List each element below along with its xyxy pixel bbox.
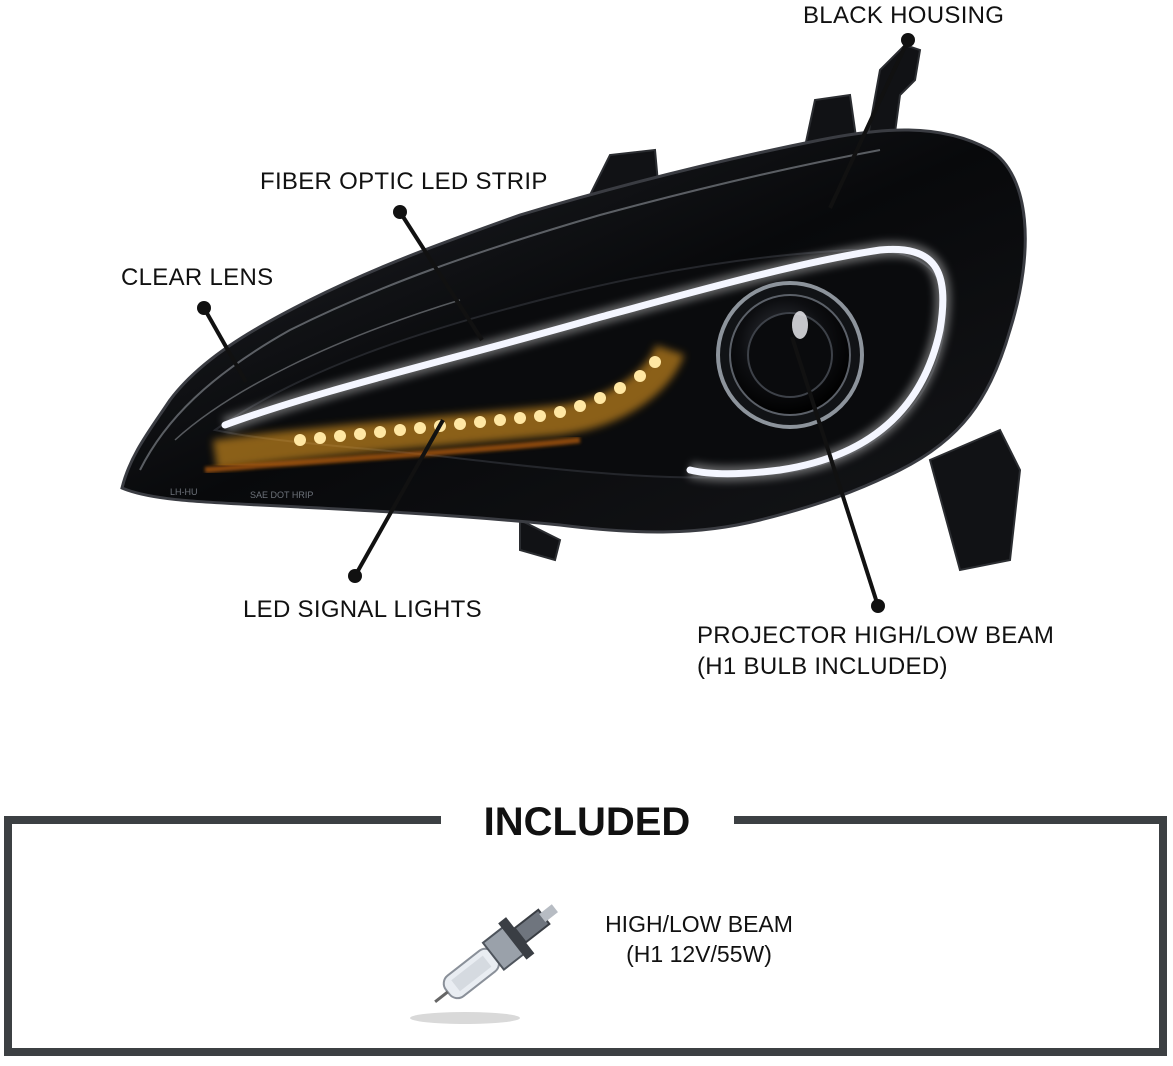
svg-text:SAE DOT HRIP: SAE DOT HRIP: [250, 490, 313, 500]
included-frame: [4, 816, 1167, 1056]
label-black-housing: BLACK HOUSING: [803, 2, 1005, 29]
label-fiber-optic-strip: FIBER OPTIC LED STRIP: [260, 168, 548, 195]
h1-bulb-icon: [410, 904, 558, 1024]
bulb-line1: HIGH/LOW BEAM: [605, 911, 793, 937]
headlight-image: LH-HU SAE DOT HRIP: [120, 33, 1027, 613]
label-led-signal-lights: LED SIGNAL LIGHTS: [243, 596, 482, 623]
bulb-line2: (H1 12V/55W): [626, 941, 772, 967]
fiber-optic-strip: [221, 245, 947, 478]
label-projector-line2: (H1 BULB INCLUDED): [697, 653, 948, 680]
label-projector-line1: PROJECTOR HIGH/LOW BEAM: [697, 622, 1055, 649]
svg-text:LH-HU: LH-HU: [170, 487, 198, 497]
led-signal-dots: [294, 356, 661, 446]
label-clear-lens: CLEAR LENS: [121, 264, 274, 291]
included-title: INCLUDED: [441, 796, 733, 848]
bulb-description: HIGH/LOW BEAM (H1 12V/55W): [594, 909, 804, 969]
